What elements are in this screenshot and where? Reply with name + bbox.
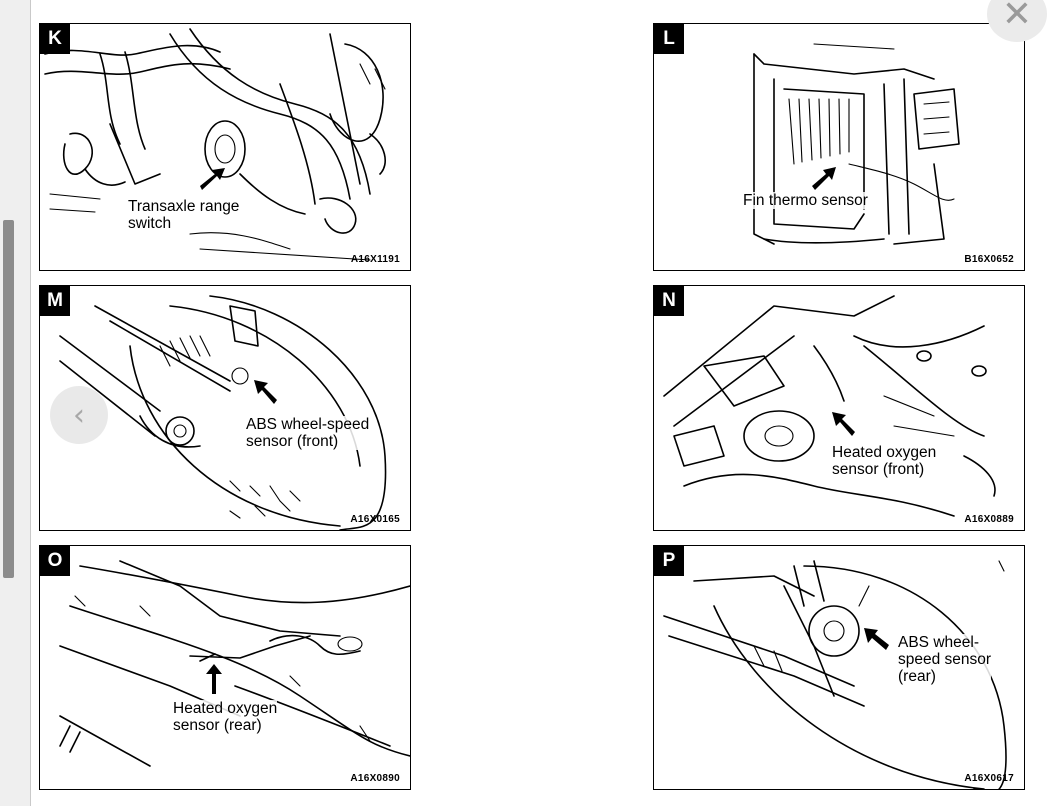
figure-k-illustration [44,28,386,261]
panel-letter: P [654,546,684,576]
document-page: K Transaxle range switch A16X1191 L Fin … [31,0,1048,806]
figure-caption: Fin thermo sensor [743,192,868,209]
figure-p-illustration [663,560,1007,789]
panel-letter: K [40,24,70,54]
figure-caption: Transaxle range switch [128,198,240,232]
scrollbar-thumb[interactable] [3,220,14,578]
close-icon: ✕ [1001,0,1033,35]
figure-panel-l: L Fin thermo sensor B16X0652 [653,23,1025,271]
panel-letter: L [654,24,684,54]
figure-panel-m: M ABS wheel-speed sensor (front) A16X016… [39,285,411,531]
figure-n-illustration [663,295,996,517]
figure-code: A16X0617 [964,773,1014,784]
figure-code: A16X0165 [350,514,400,525]
figure-code: A16X0890 [350,773,400,784]
figure-m-illustration [59,295,387,530]
figure-panel-n: N Heated oxygen sensor (front) A16X0889 [653,285,1025,531]
figure-caption: ABS wheel-speed sensor (front) [246,416,370,450]
chevron-left-icon: ‹ [73,397,85,433]
panel-letter: M [40,286,70,316]
figure-caption: ABS wheel- speed sensor (rear) [898,634,992,685]
figure-o-illustration [59,560,410,767]
figure-caption: Heated oxygen sensor (rear) [173,700,278,734]
figure-code: A16X1191 [350,254,400,265]
figure-l-illustration [753,43,960,245]
panel-letter: N [654,286,684,316]
figure-panel-o: O Heated oxygen sensor (rear) A16X0890 [39,545,411,790]
left-gutter [0,0,31,806]
figure-panel-p: P ABS wheel- speed sensor (rear) A16X061… [653,545,1025,790]
figure-panel-k: K Transaxle range switch A16X1191 [39,23,411,271]
figure-code: B16X0652 [964,254,1014,265]
previous-page-button[interactable]: ‹ [50,386,108,444]
panel-letter: O [40,546,70,576]
figure-code: A16X0889 [964,514,1014,525]
figure-caption: Heated oxygen sensor (front) [832,444,937,478]
